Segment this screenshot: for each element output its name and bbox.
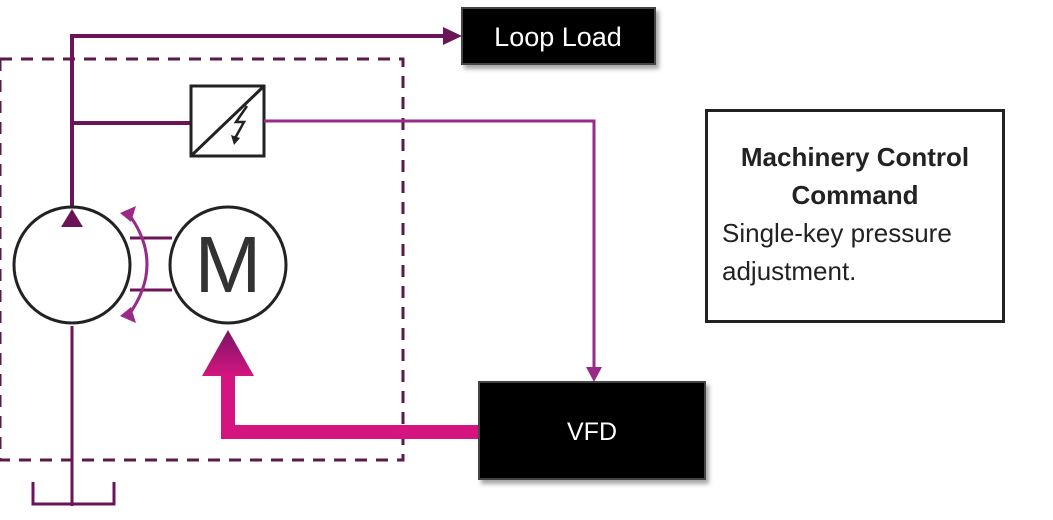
vfd-box [478,381,706,480]
loop-load-label: Loop Load [494,22,622,52]
motor-symbol: M [195,220,262,309]
pressure-transmitter-icon [189,84,266,158]
rotation-arrow-icon [120,206,149,323]
power-line [221,374,480,439]
vfd-label: VFD [567,418,617,446]
shaft-coupling [130,236,172,292]
motor-icon [168,205,288,325]
note-title: Machinery Control Command [740,142,970,210]
discharge-line [70,34,445,225]
signal-line [264,119,596,370]
loop-load-box [461,7,656,65]
pump-outlet-arrowhead [61,209,83,227]
signal-arrowhead [586,367,602,382]
pump-icon [12,205,132,325]
power-arrowhead [202,330,254,376]
note-body: Single-key pressure adjustment. [722,218,952,286]
tank-icon [31,482,116,506]
discharge-arrowhead [443,27,462,45]
control-note-box: Machinery Control Command Single-key pre… [705,109,1005,323]
